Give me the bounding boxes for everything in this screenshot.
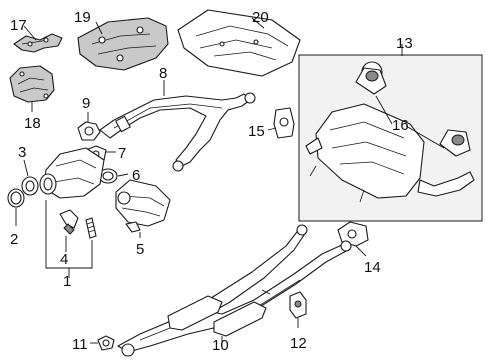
part-3-gasket [21,176,39,196]
leader-19 [95,21,103,35]
callout-15: 15 [248,123,265,140]
part-10-center-pipe [117,224,352,357]
part-13-muffler-box [298,54,483,222]
callout-9: 9 [82,95,90,112]
part-12-rubber-hanger [289,291,307,319]
callout-19: 19 [74,9,91,26]
leader-3 [23,159,29,177]
leader-17 [23,25,37,41]
callout-11: 11 [72,336,88,353]
leader-14 [355,245,367,257]
part-20-floor-heat-shield [177,9,301,77]
callout-6: 6 [132,167,140,184]
part-18-manifold-heat-shield [9,65,55,103]
callout-14: 14 [364,259,381,276]
callout-4: 4 [60,251,68,268]
part-17-heat-shield [13,33,63,53]
leader-20 [251,17,265,29]
callout-8: 8 [159,65,167,82]
part-2-ring [7,188,25,208]
callout-10: 10 [212,337,229,354]
callout-16: 16 [392,117,409,134]
callout-7: 7 [118,145,126,162]
part-14-gasket [337,221,369,247]
leader-16 [375,95,445,149]
part-15-hanger-bracket [273,107,295,139]
callout-2: 2 [10,231,18,248]
part-19-heat-insulator [77,17,169,71]
callout-1: 1 [63,273,71,290]
part-8-front-y-pipe [99,92,256,172]
leader-6 [117,173,129,177]
part-1-bolt [85,217,97,239]
callout-3: 3 [18,144,26,161]
callout-18: 18 [24,115,41,132]
part-1-catalytic-converter [39,147,105,199]
part-4-bracket [59,209,79,235]
callout-17: 17 [10,17,27,34]
part-9-gasket [77,121,101,141]
leader-1 [45,200,93,278]
callout-5: 5 [136,241,144,258]
callout-20: 20 [252,9,269,26]
callout-13: 13 [396,35,413,52]
callout-12: 12 [290,335,307,352]
leader-15 [267,127,277,131]
part-11-gasket [97,335,115,351]
part-5-catalytic-converter [115,179,171,233]
